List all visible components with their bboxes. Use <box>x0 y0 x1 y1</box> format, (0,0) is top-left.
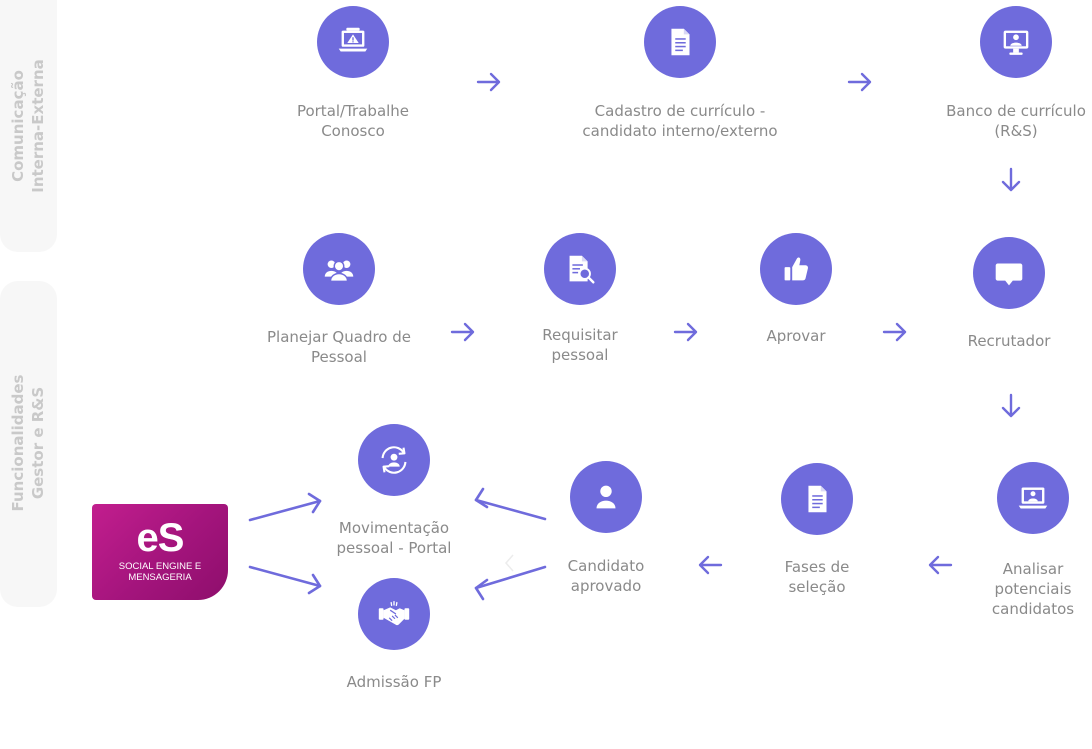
node-planejar: Planejar Quadro de Pessoal <box>267 233 411 366</box>
node-banco: Banco de currículo (R&S) <box>946 6 1086 140</box>
band-line: Interna-Externa <box>29 59 47 193</box>
node-label: Admissão FP <box>284 672 504 692</box>
node-aprovar: Aprovar <box>760 233 832 345</box>
node-label: Fases de seleção <box>707 557 927 597</box>
band-line: Funcionalidades <box>9 374 27 512</box>
label-line: candidatos <box>991 600 1075 618</box>
label-line: Movimentação <box>338 519 450 537</box>
arrow-right-icon <box>844 66 876 98</box>
logo-mark: eS <box>136 516 185 560</box>
node-label: Requisitar pessoal <box>470 325 690 365</box>
arrow-left-icon <box>924 549 956 581</box>
band-line: Gestor e R&S <box>29 386 47 500</box>
label-line: pessoal - Portal <box>336 539 452 557</box>
label-line: Planejar Quadro de <box>267 328 411 346</box>
logo-line: SOCIAL ENGINE E <box>118 561 202 572</box>
label-line: pessoal <box>551 346 609 364</box>
user-icon <box>570 461 642 533</box>
arrow-connector-icon <box>248 565 322 595</box>
label-line: Fases de <box>784 558 850 576</box>
node-fases: Fases de seleção <box>781 463 853 596</box>
node-candidato: Candidato aprovado <box>568 461 644 595</box>
label-line: Conosco <box>321 122 385 140</box>
node-label: Cadastro de currículo - candidato intern… <box>570 101 790 141</box>
label-line: Candidato <box>567 557 645 575</box>
handshake-icon <box>358 578 430 650</box>
logo-line: MENSAGERIA <box>128 572 192 583</box>
node-label: Movimentação pessoal - Portal <box>284 518 504 558</box>
node-recrutador: Recrutador <box>968 237 1050 350</box>
section-band-comunicacao: Comunicação Interna-Externa <box>0 0 57 252</box>
arrow-right-icon <box>447 316 479 348</box>
label-line: potenciais <box>994 580 1072 598</box>
user-cycle-icon <box>358 424 430 496</box>
laptop-alert-icon <box>317 6 389 78</box>
node-admissao: Admissão FP <box>347 578 441 691</box>
label-line: Recrutador <box>967 332 1051 350</box>
node-analisar: Analisar potenciais candidatos <box>992 462 1074 618</box>
chat-bubble-icon <box>973 237 1045 309</box>
label-line: Requisitar <box>542 326 618 344</box>
node-cadastro: Cadastro de currículo - candidato intern… <box>582 6 778 140</box>
monitor-user-icon <box>980 6 1052 78</box>
arrow-down-icon <box>995 390 1027 422</box>
section-label-comunicacao: Comunicação Interna-Externa <box>8 59 48 193</box>
thumbs-up-icon <box>760 233 832 305</box>
arrow-connector-icon <box>474 487 547 521</box>
label-line: aprovado <box>570 577 642 595</box>
arrow-connector-icon <box>248 492 322 522</box>
node-label: Analisar potenciais candidatos <box>923 559 1092 619</box>
label-line: (R&S) <box>994 122 1038 140</box>
node-label: Banco de currículo (R&S) <box>906 101 1092 141</box>
node-movimentacao: Movimentação pessoal - Portal <box>337 424 451 557</box>
arrow-right-icon <box>879 316 911 348</box>
label-line: Cadastro de currículo - <box>594 102 766 120</box>
logo-text: SOCIAL ENGINE E MENSAGERIA <box>92 561 228 583</box>
label-line: seleção <box>788 578 846 596</box>
laptop-user-icon <box>997 462 1069 534</box>
group-icon <box>303 233 375 305</box>
arrow-right-icon <box>670 316 702 348</box>
node-label: Planejar Quadro de Pessoal <box>229 327 449 367</box>
label-line: Banco de currículo <box>946 102 1086 120</box>
section-band-funcionalidades: Funcionalidades Gestor e R&S <box>0 281 57 607</box>
label-line: candidato interno/externo <box>582 122 778 140</box>
arrow-down-icon <box>995 164 1027 196</box>
label-line: Analisar <box>1002 560 1064 578</box>
node-label: Aprovar <box>686 326 906 346</box>
label-line: Pessoal <box>311 348 367 366</box>
arrow-right-icon <box>473 66 505 98</box>
node-label: Portal/Trabalhe Conosco <box>243 101 463 141</box>
label-line: Portal/Trabalhe <box>296 102 410 120</box>
label-line: Admissão FP <box>346 673 442 691</box>
label-line: Aprovar <box>766 327 826 345</box>
node-portal: Portal/Trabalhe Conosco <box>297 6 409 140</box>
section-label-funcionalidades: Funcionalidades Gestor e R&S <box>8 375 48 512</box>
node-requisitar: Requisitar pessoal <box>542 233 618 364</box>
node-label: Recrutador <box>899 331 1092 351</box>
document-search-icon <box>544 233 616 305</box>
document-icon <box>781 463 853 535</box>
arrow-left-icon <box>694 549 726 581</box>
band-line: Comunicação <box>9 70 27 182</box>
social-engine-logo: eS SOCIAL ENGINE E MENSAGERIA <box>92 504 228 600</box>
document-icon <box>644 6 716 78</box>
node-label: Candidato aprovado <box>496 556 716 596</box>
